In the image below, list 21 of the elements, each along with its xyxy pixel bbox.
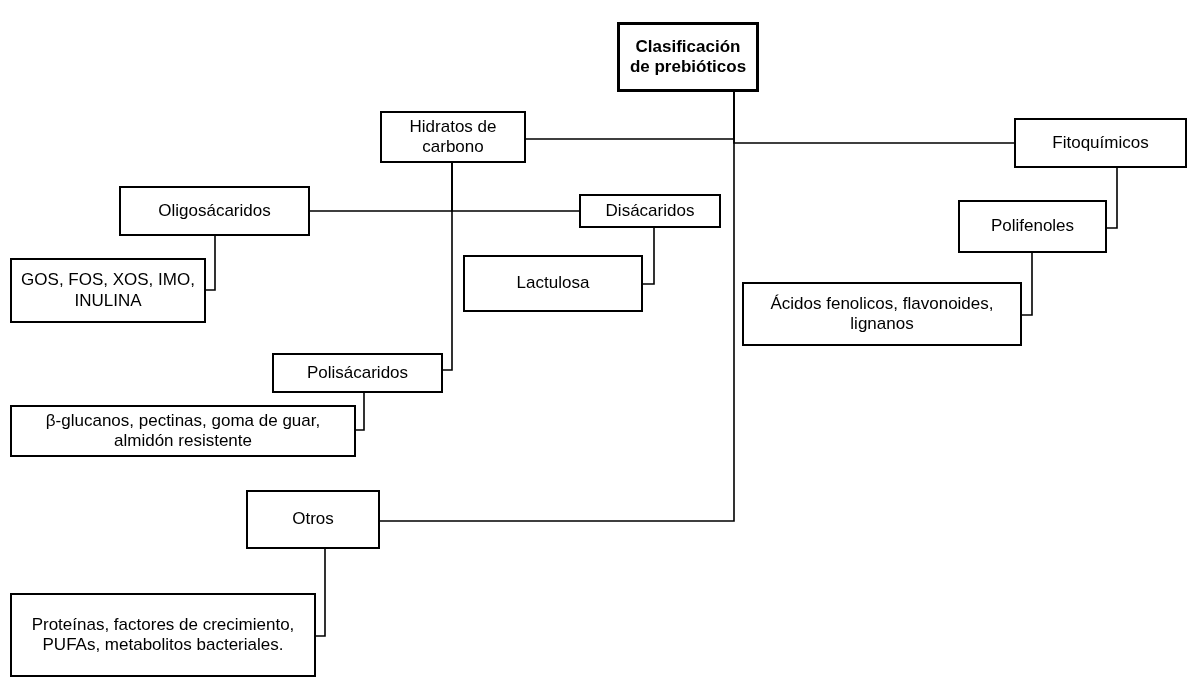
connector-line bbox=[1021, 252, 1033, 316]
category-box: β-glucanos, pectinas, goma de guar, almidón resistente bbox=[10, 405, 356, 457]
category-box: Proteínas, factores de crecimiento, PUFAs, metabolitos bacteriales. bbox=[10, 593, 316, 677]
connector-line bbox=[1106, 167, 1118, 229]
category-box: Ácidos fenolicos, flavonoides, lignanos bbox=[742, 282, 1022, 346]
category-box: Lactulosa bbox=[463, 255, 643, 312]
connector-line bbox=[379, 91, 735, 522]
category-box: Hidratos de carbono bbox=[380, 111, 526, 163]
category-box: Polifenoles bbox=[958, 200, 1107, 253]
category-box: Oligosácaridos bbox=[119, 186, 310, 236]
category-box: Fitoquímicos bbox=[1014, 118, 1187, 168]
connector-line bbox=[205, 235, 216, 291]
category-box: GOS, FOS, XOS, IMO, INULINA bbox=[10, 258, 206, 323]
connector-line bbox=[642, 227, 655, 285]
connector-line bbox=[442, 162, 453, 371]
category-box: Otros bbox=[246, 490, 380, 549]
title-box: Clasificación de prebióticos bbox=[617, 22, 759, 92]
category-box: Disácaridos bbox=[579, 194, 721, 228]
connector-line bbox=[315, 548, 326, 637]
connector-line bbox=[355, 392, 365, 431]
category-box: Polisácaridos bbox=[272, 353, 443, 393]
